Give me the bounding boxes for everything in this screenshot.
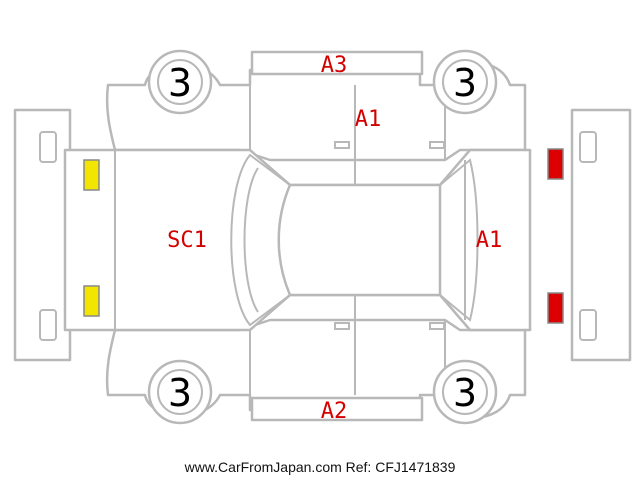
damage-code-trunk: A1: [476, 228, 503, 253]
front-left-headlight: [83, 285, 100, 317]
damage-code-left-rocker: A2: [321, 399, 348, 424]
damage-code-right-rear-door: A1: [355, 107, 382, 132]
wheel-rear-right: 3: [432, 49, 498, 115]
wheel-rear-left-score: 3: [453, 371, 477, 415]
wheel-rear-right-score: 3: [453, 61, 477, 105]
top-view-body: [63, 148, 532, 332]
watermark-text: www.CarFromJapan.com Ref: CFJ1471839: [184, 459, 456, 475]
damage-code-hood: SC1: [167, 228, 207, 253]
front-right-headlight: [83, 159, 100, 191]
rear-bumper: [570, 108, 632, 362]
wheel-front-right-score: 3: [168, 61, 192, 105]
front-bumper: [13, 108, 72, 362]
wheel-front-left-score: 3: [168, 371, 192, 415]
rear-left-taillight: [547, 292, 564, 324]
wheel-front-left: 3: [147, 359, 213, 425]
damage-code-right-rocker: A3: [321, 53, 348, 78]
right-rocker-panel: [250, 50, 424, 76]
rear-right-taillight: [547, 148, 564, 180]
left-rocker-panel: [250, 396, 424, 422]
wheel-front-right: 3: [147, 49, 213, 115]
wheel-rear-left: 3: [432, 359, 498, 425]
